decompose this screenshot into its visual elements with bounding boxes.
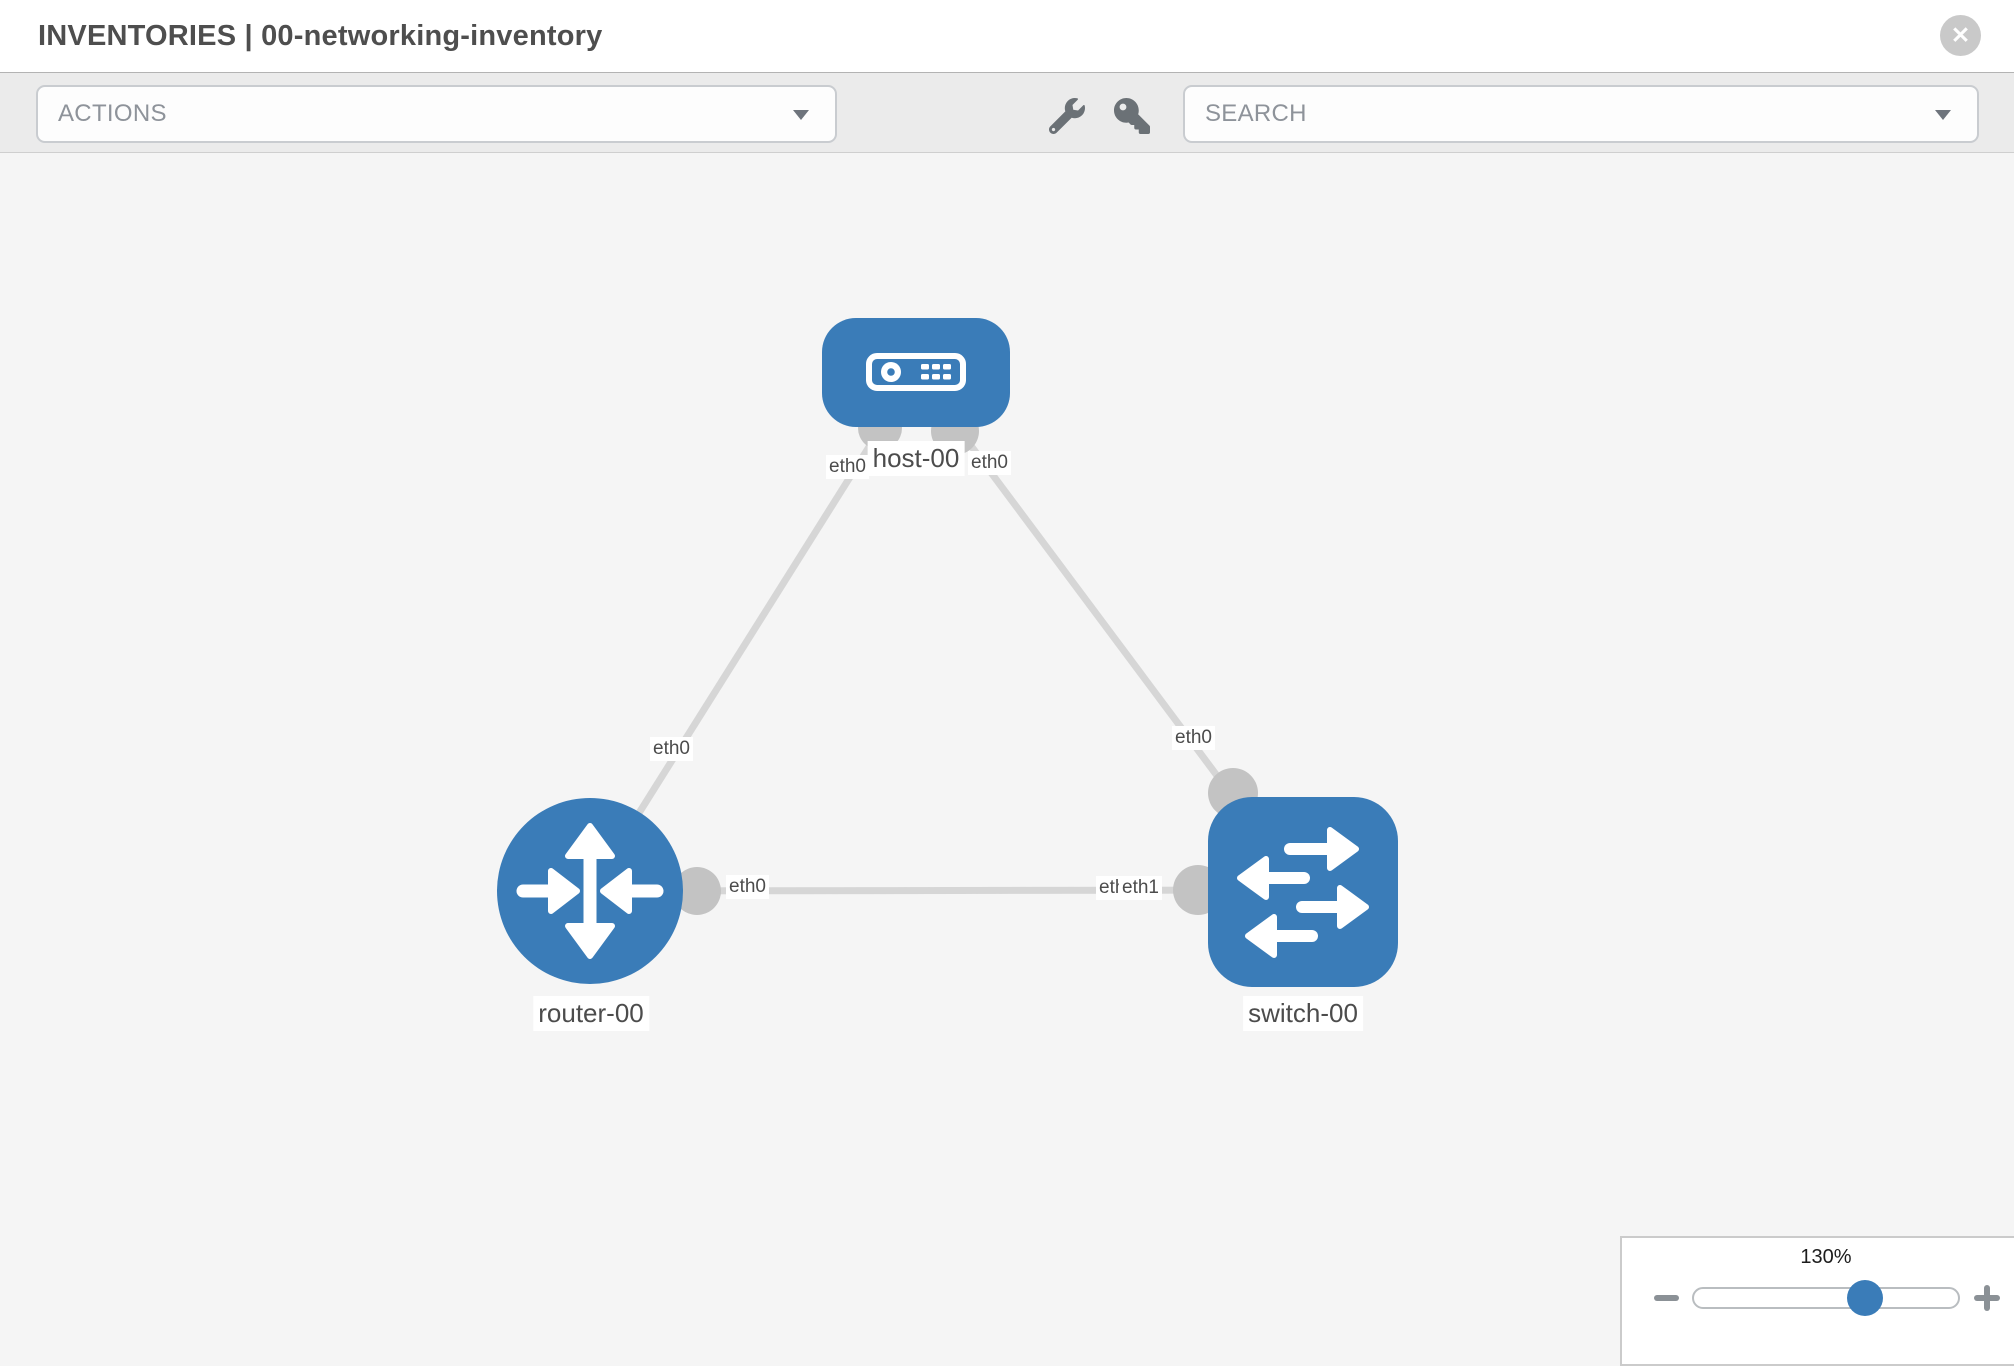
if-label-switch-to-host: eth0: [1172, 726, 1215, 750]
host-icon: [866, 353, 966, 391]
node-host-00[interactable]: [822, 318, 1010, 427]
interface-dot-router-eth0[interactable]: [673, 867, 721, 915]
if-label-host-to-router: eth0: [826, 455, 869, 479]
toolbar: ACTIONS SEARCH: [0, 72, 2014, 153]
switch-icon: [1237, 827, 1369, 958]
node-router-00[interactable]: [497, 798, 683, 984]
close-icon[interactable]: ✕: [1940, 15, 1981, 56]
search-dropdown[interactable]: SEARCH: [1183, 85, 1979, 143]
if-label-switch-to-router: eth1: [1119, 876, 1162, 900]
node-label-switch: switch-00: [1243, 996, 1363, 1031]
chevron-down-icon: [1935, 110, 1951, 120]
node-switch-00[interactable]: [1208, 797, 1398, 987]
zoom-panel: 130%: [1620, 1236, 2014, 1366]
links-layer: [587, 369, 1306, 915]
wrench-icon: [1048, 98, 1085, 135]
if-label-router-to-switch: eth0: [726, 875, 769, 899]
zoom-in-plus-icon[interactable]: [1974, 1285, 2000, 1311]
credentials-key-button[interactable]: [1112, 96, 1152, 136]
node-label-host: host-00: [867, 441, 965, 476]
node-label-router: router-00: [533, 996, 649, 1031]
adhoc-wrench-button[interactable]: [1047, 96, 1087, 136]
zoom-slider-thumb[interactable]: [1847, 1280, 1883, 1316]
search-dropdown-label: SEARCH: [1205, 100, 1307, 127]
actions-dropdown[interactable]: ACTIONS: [36, 85, 837, 143]
page-title: INVENTORIES | 00-networking-inventory: [38, 20, 603, 52]
if-label-host-to-switch: eth0: [968, 451, 1011, 475]
header: INVENTORIES | 00-networking-inventory ✕: [0, 0, 2014, 72]
chevron-down-icon: [793, 110, 809, 120]
zoom-slider-track[interactable]: [1692, 1287, 1960, 1309]
key-icon: [1114, 98, 1150, 134]
topology-canvas[interactable]: host-00 router-00 switch-00 eth0 eth0 et…: [0, 153, 2014, 1366]
if-label-router-to-host: eth0: [650, 737, 693, 761]
zoom-out-minus-icon[interactable]: [1654, 1295, 1679, 1301]
router-icon: [516, 823, 664, 959]
zoom-level-value: 130%: [1800, 1246, 1852, 1268]
actions-dropdown-label: ACTIONS: [58, 100, 167, 127]
